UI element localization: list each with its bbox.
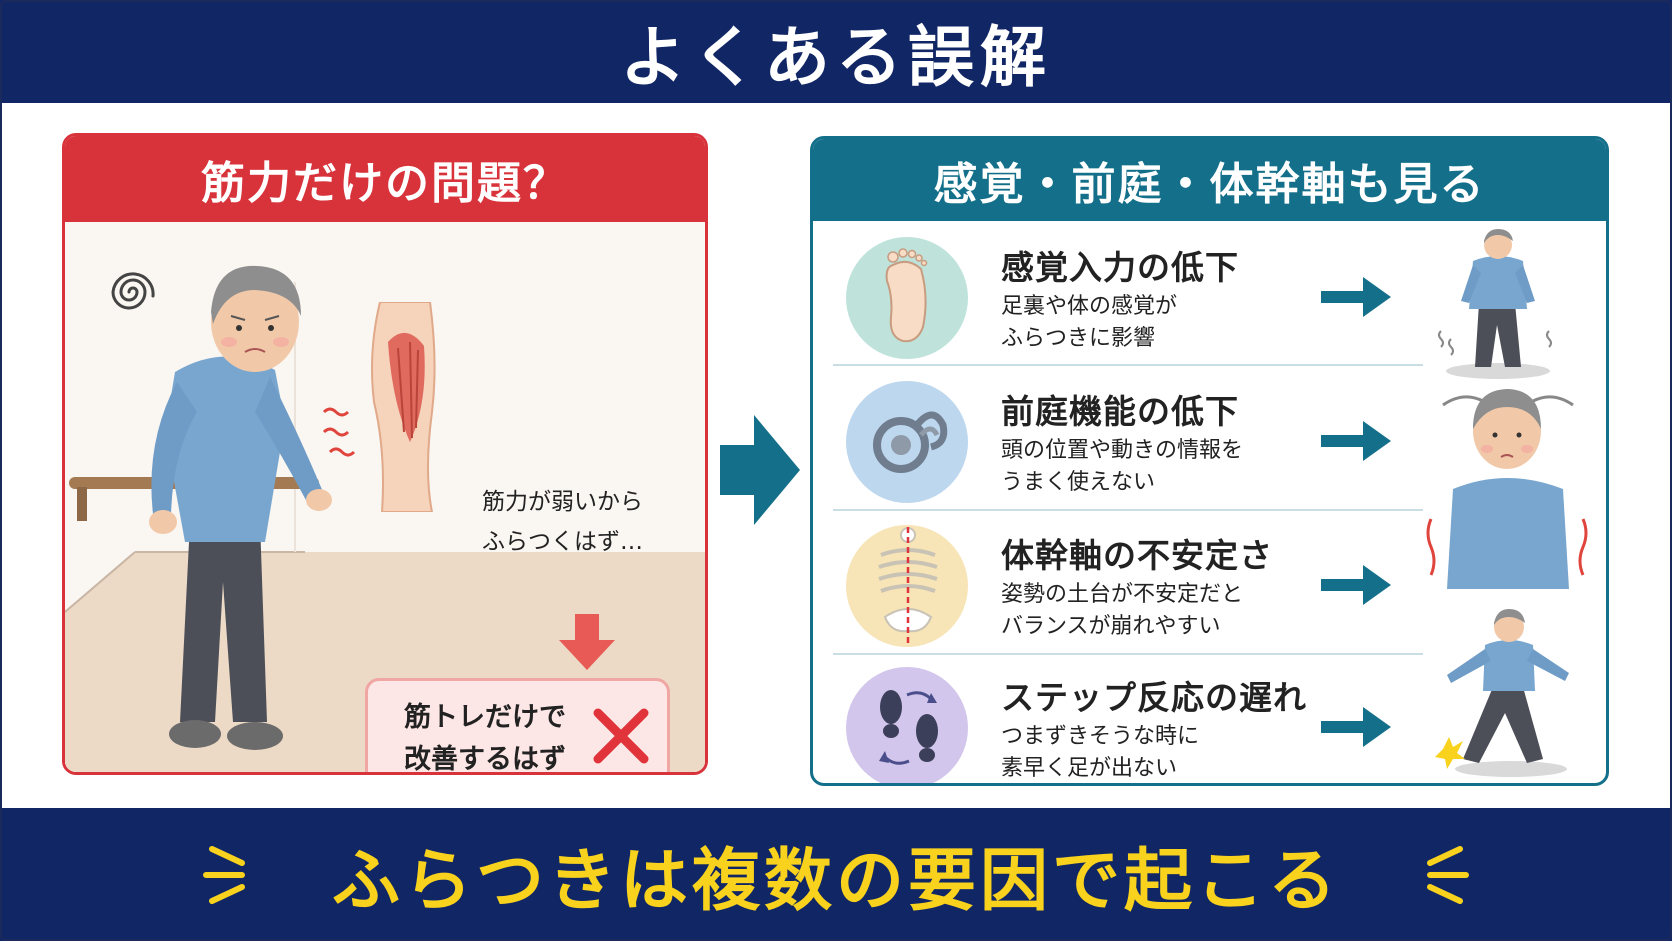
- thought-line-1: 筋力が弱いから: [482, 489, 643, 515]
- conclusion-text: ふらつきは複数の要因で起こる: [331, 842, 1340, 921]
- right-arrow-icon: [720, 415, 800, 525]
- elderly-man-illustration: [149, 265, 332, 750]
- skeleton-icon: [878, 527, 938, 645]
- down-arrow-icon: [559, 614, 615, 670]
- row-divider: [833, 653, 1423, 655]
- factor-description: 姿勢の土台が不安定だと バランスが崩れやすい: [1001, 582, 1244, 639]
- page-title: よくある誤解: [620, 18, 1052, 96]
- wrong-belief-line-2: 改善するはず: [404, 744, 566, 775]
- footsteps-icon: [879, 690, 938, 765]
- leg-muscle-illustration: [322, 302, 436, 512]
- factor-description: 頭の位置や動きの情報を うまく使えない: [1001, 438, 1244, 495]
- factors-panel: 感覚・前庭・体幹軸も見る 感覚入力の低下 足裏や体の感覚が ふらつきに影響: [810, 136, 1609, 786]
- cross-icon: [593, 708, 649, 764]
- factor-row-step: ステップ反応の遅れ つまずきそうな時に 素早く足が出ない: [813, 655, 1423, 783]
- dizzy-swirl-icon: [111, 272, 155, 310]
- arrow-right-icon: [1321, 707, 1391, 747]
- factor-description: 足裏や体の感覚が ふらつきに影響: [1001, 294, 1178, 351]
- factor-title: ステップ反応の遅れ: [1001, 678, 1307, 717]
- thought-line-2: ふらつくはず…: [482, 529, 643, 555]
- header-banner: よくある誤解: [0, 0, 1672, 103]
- factor-row-trunk: 体幹軸の不安定さ 姿勢の土台が不安定だと バランスが崩れやすい: [813, 513, 1423, 658]
- inner-ear-icon: [873, 411, 948, 473]
- row-divider: [833, 364, 1423, 366]
- footer-banner: ふらつきは複数の要因で起こる: [0, 808, 1672, 941]
- factor-description: つまずきそうな時に 素早く足が出ない: [1001, 724, 1200, 781]
- factor-title: 感覚入力の低下: [1001, 248, 1239, 287]
- arrow-right-icon: [1321, 421, 1391, 461]
- misconception-panel: 筋力だけの問題？: [62, 133, 708, 775]
- foot-icon: [885, 248, 928, 343]
- burst-left-icon: [202, 845, 245, 904]
- arrow-right-icon: [1321, 277, 1391, 317]
- wrong-belief-box: 筋トレだけで 改善するはず: [365, 678, 670, 775]
- factor-row-sensory: 感覚入力の低下 足裏や体の感覚が ふらつきに影響: [813, 225, 1423, 370]
- row-divider: [833, 509, 1423, 511]
- misconception-panel-body: 筋力が弱いから ふらつくはず… 筋トレだけで 改善するはず: [65, 222, 705, 772]
- factor-row-vestibular: 前庭機能の低下 頭の位置や動きの情報を うまく使えない: [813, 369, 1423, 514]
- thought-text: 筋力が弱いから ふらつくはず…: [482, 482, 643, 562]
- factor-title: 前庭機能の低下: [1001, 392, 1239, 431]
- misconception-panel-title: 筋力だけの問題？: [65, 136, 705, 222]
- elderly-figures-illustration: [1426, 229, 1588, 777]
- burst-right-icon: [1427, 845, 1469, 904]
- arrow-right-icon: [1321, 565, 1391, 605]
- factor-title: 体幹軸の不安定さ: [1001, 536, 1273, 575]
- wrong-belief-line-1: 筋トレだけで: [404, 702, 566, 733]
- factors-panel-title: 感覚・前庭・体幹軸も見る: [813, 139, 1606, 221]
